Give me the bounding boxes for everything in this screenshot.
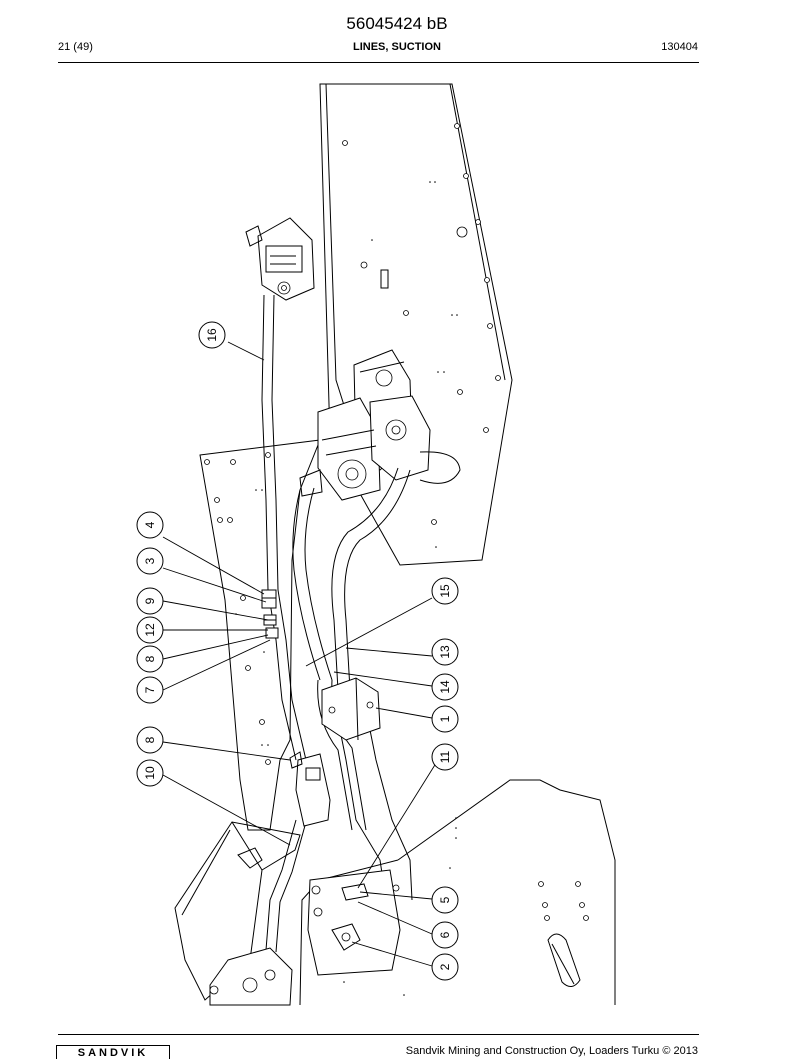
callout-7: 7 xyxy=(136,676,164,704)
callout-9: 9 xyxy=(136,587,164,615)
copyright-text: Sandvik Mining and Construction Oy, Load… xyxy=(405,1045,698,1057)
document-date: 130404 xyxy=(661,41,698,53)
hose-fittings xyxy=(261,589,279,639)
callout-2: 2 xyxy=(431,953,459,981)
page-info: 21 (49) xyxy=(58,41,93,53)
valve-block xyxy=(289,751,331,827)
callout-8-lower: 8 xyxy=(136,726,164,754)
callout-14: 14 xyxy=(431,673,459,701)
pump-upper xyxy=(245,217,315,301)
callout-3: 3 xyxy=(136,547,164,575)
frame-plate-left xyxy=(199,439,321,831)
sandvik-logo: SANDVIK xyxy=(56,1045,170,1059)
pump-main-assembly xyxy=(299,349,431,501)
header-rule xyxy=(58,62,699,63)
callout-label: 7 xyxy=(143,686,157,693)
callout-label: 1 xyxy=(438,715,452,722)
callout-label: 12 xyxy=(143,623,157,637)
footer-rule xyxy=(58,1034,699,1035)
callout-label: 8 xyxy=(143,655,157,662)
callout-label: 10 xyxy=(143,766,157,780)
callout-label: 15 xyxy=(438,584,452,598)
callout-1: 1 xyxy=(431,705,459,733)
callout-13: 13 xyxy=(431,638,459,666)
pump-lower xyxy=(209,947,293,1006)
callout-5: 5 xyxy=(431,886,459,914)
suction-flange xyxy=(307,869,401,976)
callout-10: 10 xyxy=(136,759,164,787)
callout-label: 6 xyxy=(438,931,452,938)
hydraulic-tank xyxy=(174,821,301,1001)
callout-8: 8 xyxy=(136,645,164,673)
callout-4: 4 xyxy=(136,511,164,539)
callout-6: 6 xyxy=(431,921,459,949)
leader-lines xyxy=(162,341,439,967)
callout-label: 16 xyxy=(205,328,219,342)
callout-label: 3 xyxy=(143,557,157,564)
callout-16: 16 xyxy=(198,321,226,349)
callout-label: 14 xyxy=(438,680,452,694)
callout-label: 13 xyxy=(438,645,452,659)
callout-label: 2 xyxy=(438,963,452,970)
callout-label: 11 xyxy=(438,750,452,763)
document-number: 56045424 bB xyxy=(346,14,448,33)
callout-15: 15 xyxy=(431,577,459,605)
callout-label: 8 xyxy=(143,736,157,743)
callout-label: 5 xyxy=(438,896,452,903)
section-title: LINES, SUCTION xyxy=(352,41,441,53)
callout-label: 4 xyxy=(143,521,157,528)
callout-label: 9 xyxy=(143,597,157,604)
callout-11: 11 xyxy=(431,743,459,771)
clamp-assembly xyxy=(321,677,381,741)
callout-12: 12 xyxy=(136,616,164,644)
